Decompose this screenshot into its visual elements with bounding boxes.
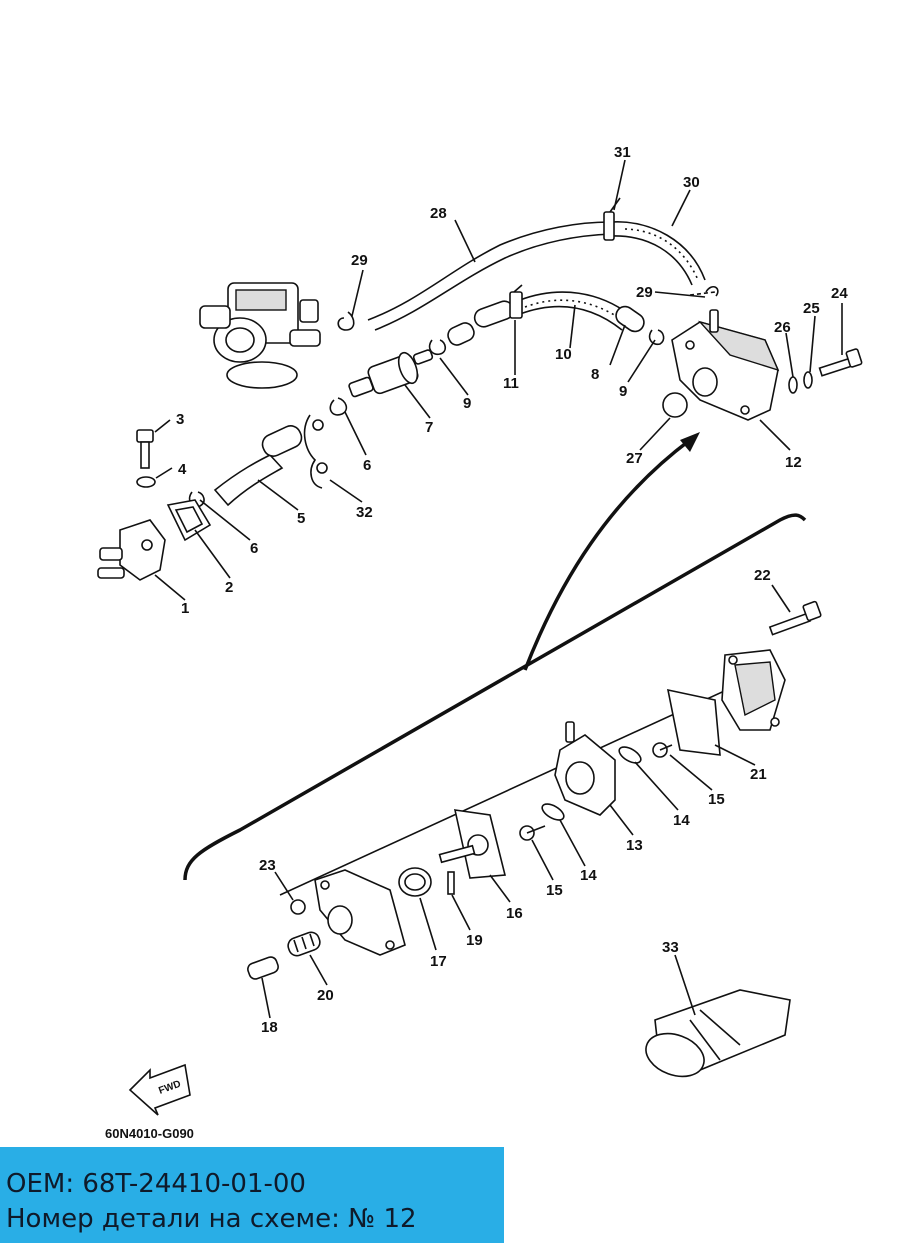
callout-29-left: 29 — [351, 252, 368, 269]
callout-2: 2 — [225, 579, 233, 596]
bolt-22 — [768, 600, 822, 636]
callout-8: 8 — [591, 366, 599, 383]
detail-arrow — [523, 438, 692, 671]
clamp-31 — [603, 197, 621, 241]
o-ring-27 — [662, 392, 688, 418]
clip-6-upper — [329, 397, 348, 416]
callout-22: 22 — [754, 567, 771, 584]
clip-9-a — [428, 339, 447, 356]
clip-32 — [303, 414, 328, 489]
callout-31: 31 — [614, 144, 631, 161]
callout-14-a: 14 — [673, 812, 690, 829]
pump-body-13 — [554, 721, 616, 816]
callout-30: 30 — [683, 174, 700, 191]
pin-19 — [447, 871, 455, 895]
callout-33: 33 — [662, 939, 679, 956]
clamp-11 — [509, 284, 523, 319]
nut-23 — [290, 899, 306, 915]
callout-15-b: 15 — [546, 882, 563, 899]
callout-25: 25 — [803, 300, 820, 317]
clip-29-right — [705, 285, 719, 297]
drawing-code: 60N4010-G090 — [105, 1126, 194, 1141]
bolt-3 — [136, 429, 154, 469]
diagram-part-number: Номер детали на схеме: № 12 — [6, 1204, 417, 1234]
callout-9-a: 9 — [463, 395, 471, 412]
callout-10: 10 — [555, 346, 572, 363]
callout-15-a: 15 — [708, 791, 725, 808]
callout-3: 3 — [176, 411, 184, 428]
clip-9-b — [648, 329, 665, 346]
joint-pipe — [447, 322, 475, 346]
hose-28 — [367, 221, 611, 321]
joint-1 — [97, 519, 166, 581]
gasket-2 — [166, 499, 212, 542]
callout-9-b: 9 — [619, 383, 627, 400]
plunger-18 — [247, 956, 279, 980]
hose-30 — [611, 221, 706, 286]
cover-21 — [721, 649, 786, 731]
callout-28: 28 — [430, 205, 447, 222]
callout-7: 7 — [425, 419, 433, 436]
callout-24: 24 — [831, 285, 848, 302]
callout-11: 11 — [503, 375, 519, 392]
callout-16: 16 — [506, 905, 523, 922]
callout-12: 12 — [785, 454, 802, 471]
callout-29-right: 29 — [636, 284, 653, 301]
callout-32: 32 — [356, 504, 373, 521]
callout-26: 26 — [774, 319, 791, 336]
plate-16 — [438, 809, 507, 879]
callout-5: 5 — [297, 510, 305, 527]
bolt-24 — [818, 348, 863, 377]
pump-housing — [314, 869, 406, 956]
fwd-arrow: FWD — [128, 1063, 191, 1116]
clip-29-left — [337, 311, 355, 331]
valve-14-a — [618, 746, 642, 764]
fuel-pump-12 — [671, 309, 780, 421]
washer-25 — [803, 371, 813, 389]
callout-6-lower: 6 — [250, 540, 258, 557]
part-33 — [645, 989, 791, 1078]
callout-18: 18 — [261, 1019, 278, 1036]
hose-5 — [213, 425, 303, 507]
washer-4 — [136, 476, 156, 488]
leader-lines — [154, 159, 843, 1019]
callout-4: 4 — [178, 461, 187, 478]
callout-20: 20 — [317, 987, 334, 1004]
callout-17: 17 — [430, 953, 447, 970]
screw-15-a — [652, 742, 673, 758]
callout-21: 21 — [750, 766, 767, 783]
spring-17 — [398, 867, 432, 897]
washer-26 — [788, 376, 798, 394]
clip-6-lower — [188, 491, 205, 508]
detail-arrow-head — [680, 432, 700, 452]
oem-number: OEM: 68T-24410-01-00 — [6, 1169, 306, 1199]
carburetor — [199, 282, 321, 389]
fuel-filter-7 — [348, 349, 434, 398]
callout-6-upper: 6 — [363, 457, 371, 474]
part-info-banner: OEM: 68T-24410-01-00 Номер детали на схе… — [0, 1147, 504, 1243]
spring-20 — [287, 931, 321, 957]
callout-14-b: 14 — [580, 867, 597, 884]
screw-15-b — [519, 825, 546, 841]
valve-14-b — [541, 803, 565, 821]
callout-1: 1 — [181, 600, 189, 617]
diaphragm-gasket — [666, 688, 721, 756]
callout-23: 23 — [259, 857, 276, 874]
callout-19: 19 — [466, 932, 483, 949]
callout-13: 13 — [626, 837, 643, 854]
section-divider — [183, 513, 807, 881]
callouts: 31 30 28 29 29 24 25 26 10 8 11 9 9 7 27… — [176, 144, 848, 1036]
callout-27: 27 — [626, 450, 643, 467]
